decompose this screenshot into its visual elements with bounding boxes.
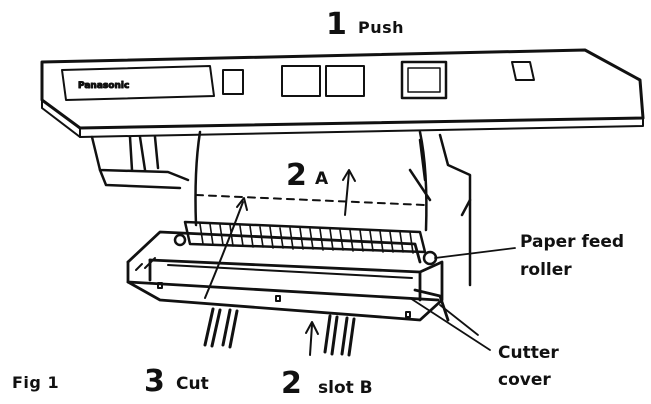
cutter-cover-label-line1: Cutter [498, 343, 559, 363]
side-supports [90, 133, 472, 287]
step-2a-label: A [315, 169, 329, 189]
step-1-push-label: Push [358, 18, 405, 37]
top-housing [40, 48, 645, 138]
arrow-slot-b [305, 321, 319, 356]
brand-logo-text: Panasonic [78, 81, 129, 91]
leader-lines [409, 247, 516, 351]
step-2b-number: 2 [281, 366, 302, 401]
step-3-number: 3 [144, 364, 165, 399]
step-1-number: 1 [326, 7, 347, 42]
paper-feed-roller-label-line1: Paper feed [520, 232, 625, 252]
stand-legs [203, 307, 356, 357]
step-2b-slot-label: slot B [318, 378, 373, 398]
cutter-cover-label-line2: cover [498, 370, 551, 390]
small-marks [157, 282, 411, 318]
arrow-cut-line [204, 197, 248, 299]
step-2a-number: 2 [286, 158, 307, 193]
paper-sheet [194, 130, 428, 232]
paper-feed-roller-label-line2: roller [520, 260, 572, 280]
arrow-paper-up [342, 169, 356, 216]
step-3-cut-label: Cut [176, 374, 209, 394]
cutter-assembly [126, 230, 450, 322]
figure-caption: Fig 1 [12, 373, 60, 392]
